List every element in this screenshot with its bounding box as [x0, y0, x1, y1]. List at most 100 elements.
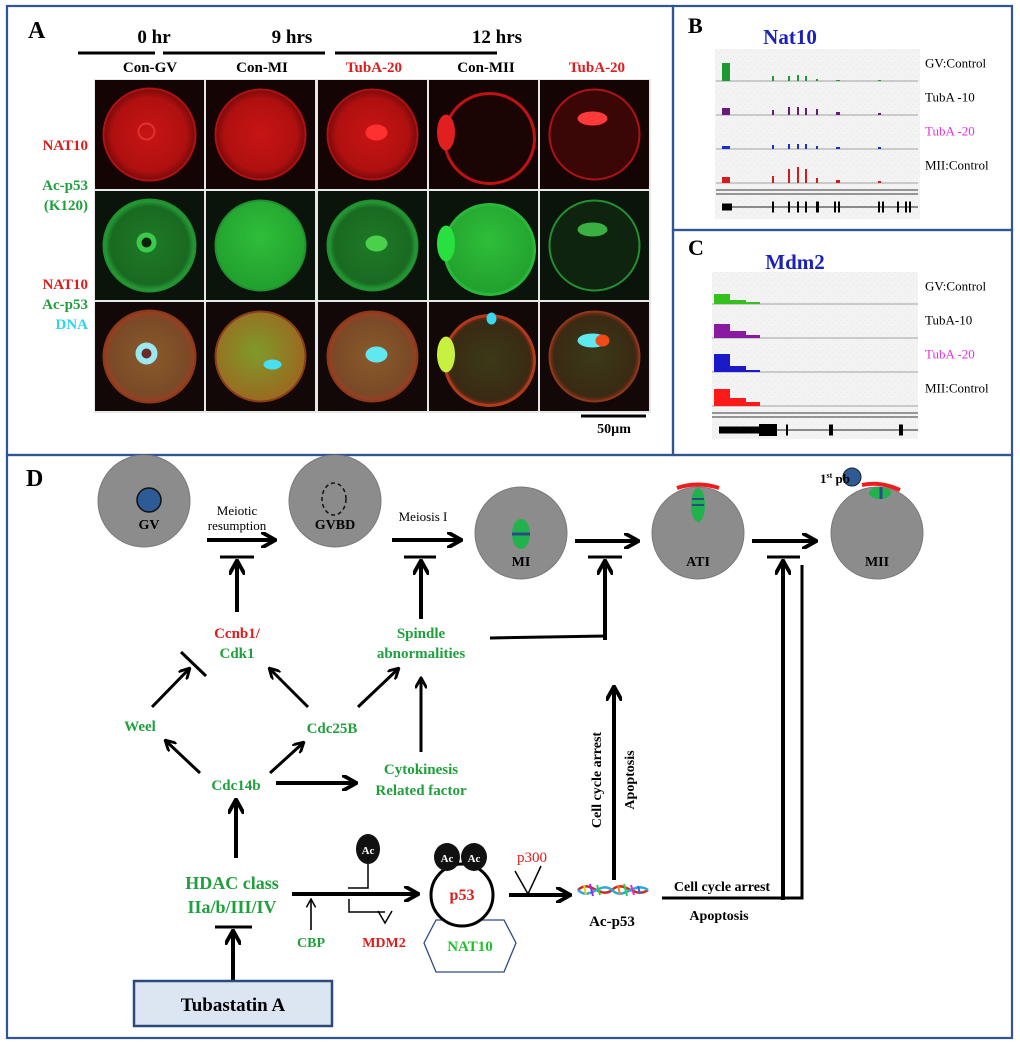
stage-gvbd: GVBD — [288, 454, 382, 548]
b-coverage-peak — [805, 76, 807, 81]
c-exon — [899, 424, 903, 436]
c-coverage-peak — [714, 354, 730, 372]
micrograph-cell — [318, 302, 427, 411]
node-p53: p53 — [450, 887, 475, 904]
cortical-cap-icon — [676, 482, 720, 490]
b-coverage-peak — [788, 107, 790, 115]
p53-circle — [429, 862, 495, 928]
b-coverage-peak — [788, 169, 790, 183]
c-track-label: MII:Control — [925, 381, 989, 396]
b-exon — [722, 203, 732, 211]
micrograph-cell — [429, 80, 538, 189]
scale-bar-label: 50µm — [597, 422, 631, 437]
b-coverage-peak — [878, 80, 881, 81]
b-coverage-peak — [772, 176, 774, 183]
panel-d: D GV GVBD MI ATI — [26, 454, 924, 1028]
label-cell-cycle-arrest-horizontal: Cell cycle arrest — [674, 880, 770, 895]
panel-b-letter: B — [688, 13, 703, 38]
b-coverage-peak — [878, 181, 881, 183]
micrograph-cell — [95, 302, 204, 411]
polar-body-blob — [437, 114, 455, 151]
polar-body-blob — [437, 336, 455, 373]
micrograph-cell — [429, 302, 538, 411]
node-related-factor: Related factor — [375, 783, 467, 799]
column-header: TubA-20 — [346, 60, 402, 76]
dna-helix-icon — [577, 883, 649, 897]
polar-body-icon — [842, 467, 862, 487]
c-exon — [759, 424, 777, 436]
node-cdc25b: Cdc25B — [307, 721, 358, 737]
stage-mi: MI — [474, 486, 568, 580]
b-track-label: TubA -20 — [925, 124, 975, 139]
acetyl-label: Ac — [362, 845, 375, 857]
b-coverage-peak — [722, 108, 730, 115]
time-header-0hr: 0 hr — [137, 27, 171, 48]
time-header-9hrs: 9 hrs — [272, 27, 313, 48]
micrograph-cell — [540, 302, 649, 411]
stage-ati: ATI — [651, 482, 745, 580]
b-exon — [788, 201, 790, 213]
stage-label-ati: ATI — [686, 555, 710, 570]
c-track-label: GV:Control — [925, 279, 987, 294]
node-weel: Weel — [124, 719, 156, 735]
b-coverage-peak — [788, 76, 790, 81]
c-exon — [829, 424, 833, 436]
panel-b-gene-title: Nat10 — [763, 25, 817, 49]
b-exon — [816, 201, 819, 213]
c-exon — [786, 424, 788, 436]
b-coverage-peak — [722, 63, 730, 81]
b-coverage-peak — [788, 144, 790, 149]
node-hdac-subtypes: IIa/b/III/IV — [187, 897, 276, 917]
b-coverage-peak — [816, 178, 818, 183]
column-header: Con-MII — [457, 60, 515, 76]
b-exon — [909, 201, 911, 213]
b-coverage-peak — [797, 107, 799, 115]
micrograph-grid — [94, 79, 651, 413]
node-p300: p300 — [517, 850, 547, 866]
oocyte-ati — [651, 486, 745, 580]
panel-c-letter: C — [688, 235, 704, 260]
acetyl-label: Ac — [468, 853, 481, 865]
b-coverage-peak — [878, 147, 881, 149]
b-coverage-peak — [722, 146, 730, 149]
node-ccnb1: Ccnb1/ — [214, 626, 261, 642]
b-coverage-peak — [797, 167, 799, 183]
b-track-label: TubA -10 — [925, 90, 975, 105]
c-coverage-peak — [714, 324, 730, 338]
column-header: TubA-20 — [569, 60, 625, 76]
c-coverage-peak — [746, 335, 760, 338]
b-exon — [797, 201, 799, 213]
stage-label-gv: GV — [139, 518, 160, 533]
b-track-label: GV:Control — [925, 56, 987, 71]
p300-bracket — [514, 865, 542, 896]
node-tubastatin: Tubastatin A — [181, 995, 286, 1016]
c-coverage-peak — [746, 302, 760, 304]
label-apoptosis-horizontal: Apoptosis — [689, 909, 749, 924]
b-coverage-peak — [772, 145, 774, 149]
stage-label-mii: MII — [865, 555, 889, 570]
micrograph-cell — [429, 191, 538, 300]
germinal-vesicle-icon — [136, 487, 162, 513]
row-label: NAT10 — [42, 277, 88, 293]
stage-label-mi: MI — [512, 555, 531, 570]
stage-mii: MII 1st pb — [820, 467, 924, 580]
c-track-label: TubA-10 — [925, 313, 972, 328]
arrow-cdc25b-to-cdk1 — [270, 669, 310, 709]
node-hdac-class: HDAC class — [185, 873, 279, 893]
b-coverage-peak — [797, 144, 799, 149]
b-exon — [882, 201, 884, 213]
c-coverage-peak — [714, 294, 730, 304]
node-ac-p53: Ac-p53 — [589, 914, 635, 930]
b-coverage-peak — [772, 110, 774, 115]
panel-d-letter: D — [26, 466, 43, 492]
nat10-hexagon — [423, 919, 517, 973]
row-label: Ac-p53 — [42, 178, 88, 194]
row-label: (K120) — [44, 198, 88, 214]
b-coverage-peak — [772, 76, 774, 81]
row-label: DNA — [56, 317, 89, 333]
c-coverage-peak — [746, 370, 760, 372]
label-cell-cycle-arrest-vertical: Cell cycle arrest — [590, 732, 605, 828]
